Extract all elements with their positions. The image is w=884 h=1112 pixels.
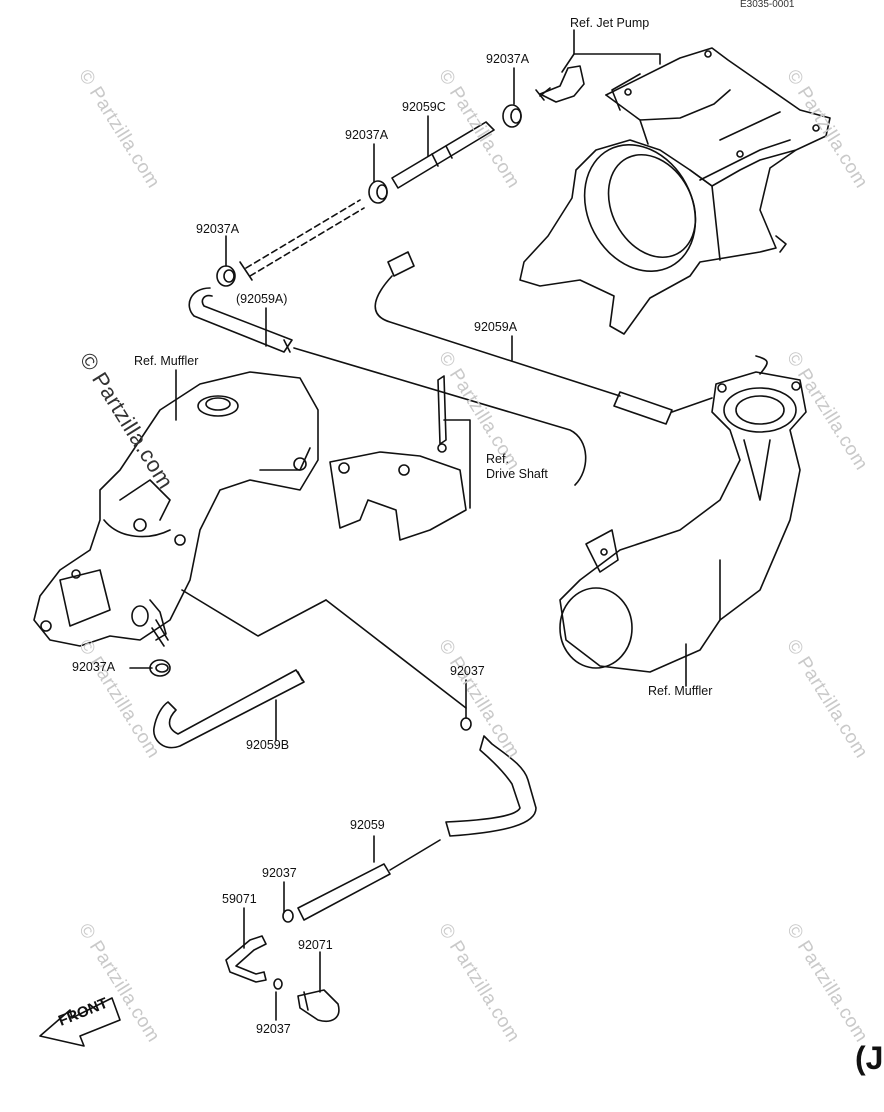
label-ref-muffler-right: Ref. Muffler	[648, 684, 713, 698]
label-92059A: 92059A	[474, 320, 518, 334]
hose-92059A-curved	[188, 287, 293, 353]
clamp-92037-bottom	[273, 978, 283, 990]
label-92059A-paren: (92059A)	[236, 292, 288, 306]
label-92059: 92059	[350, 818, 385, 832]
clamp-mid	[368, 180, 388, 204]
hose-92059B	[153, 669, 305, 749]
label-ref-jet-pump: Ref. Jet Pump	[570, 16, 650, 30]
label-92037A-left: 92037A	[196, 222, 240, 236]
plug-92071	[297, 989, 340, 1022]
label-59071: 59071	[222, 892, 257, 906]
muffler-left	[33, 371, 319, 647]
arrow-left-icon	[39, 997, 121, 1047]
label-ref-drive-shaft-2: Drive Shaft	[486, 467, 548, 481]
elbow-fitting	[539, 65, 585, 103]
label-92037A-mid: 92037A	[345, 128, 389, 142]
clamp-left	[216, 265, 236, 287]
ref-code: E3035-0001	[740, 0, 795, 10]
clamp-top	[502, 104, 522, 128]
drive-shaft-bracket	[329, 375, 471, 541]
label-92037A-top: 92037A	[486, 52, 530, 66]
hose-92059C	[391, 121, 495, 189]
muffler-right	[559, 355, 807, 673]
jet-pump	[519, 47, 831, 335]
label-ref-drive-shaft-1: Ref.	[486, 452, 509, 466]
hose-92059	[297, 863, 391, 921]
dashed-hose	[245, 199, 365, 277]
label-92037-mid: 92037	[450, 664, 485, 678]
fitting-59071	[225, 935, 267, 983]
clamp-92037-low	[282, 909, 294, 923]
label-92037A-bottom: 92037A	[72, 660, 116, 674]
corner-mark: (J	[855, 1040, 884, 1076]
label-92071: 92071	[298, 938, 333, 952]
label-92037-low: 92037	[262, 866, 297, 880]
clamp-92037-mid	[460, 717, 472, 731]
label-92059C: 92059C	[402, 100, 446, 114]
label-ref-muffler-left: Ref. Muffler	[134, 354, 199, 368]
hose-92059-curved	[445, 735, 537, 837]
label-92059B: 92059B	[246, 738, 290, 752]
clamp-bottom	[149, 659, 171, 677]
label-92037-bottom: 92037	[256, 1022, 291, 1036]
